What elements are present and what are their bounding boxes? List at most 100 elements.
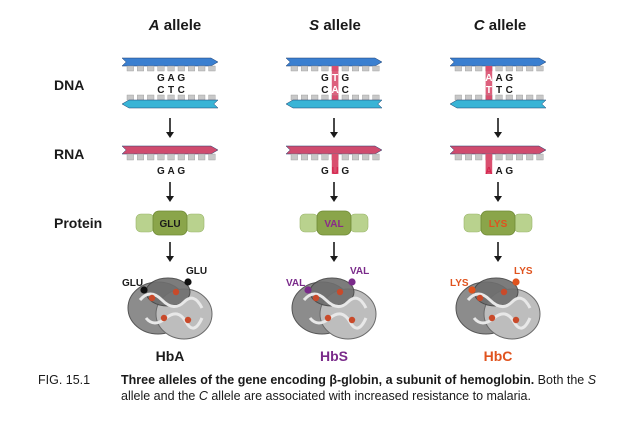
header-a-suffix: allele [159, 17, 202, 34]
heme-icon [312, 294, 320, 302]
heme-icon [488, 314, 496, 322]
rna-tick [372, 153, 380, 161]
dna-to-rna-arrow-head [166, 132, 174, 138]
heme-icon [500, 288, 508, 296]
rna-tick [290, 153, 298, 161]
dna-top-base: G [505, 73, 513, 84]
header-a-letter: A [148, 17, 160, 34]
dna-bottom-tick [516, 94, 524, 101]
dna-bottom-tick [167, 94, 175, 101]
dna-bottom-tick [526, 94, 534, 101]
dna-bottom-tick [372, 94, 380, 101]
caption-italic-c: C [198, 389, 208, 403]
dna-bottom-tick [290, 94, 298, 101]
protein-left-residue [135, 213, 155, 233]
heme-icon [184, 316, 192, 324]
protein-center-residue [316, 210, 352, 236]
rna-tick [198, 153, 206, 161]
rna-tick [536, 153, 544, 161]
globin-coil [144, 312, 204, 330]
hemoglobin-icon [455, 277, 541, 340]
heme-icon [172, 288, 180, 296]
dna-bottom-tick [536, 94, 544, 101]
row-label-rna: RNA [54, 146, 85, 162]
globin-coil [308, 312, 368, 330]
hb-left-residue-label: LYS [450, 278, 469, 289]
dna-top-tick [475, 65, 483, 72]
rna-tick [475, 153, 483, 161]
rna-tick [136, 153, 144, 161]
dna-bottom-base: C [342, 85, 349, 96]
rna-tick [126, 153, 134, 161]
protein-right-residue [513, 213, 533, 233]
rna-tick [505, 153, 513, 161]
dna-top-base: A [485, 73, 492, 84]
mutation-site-dot [140, 286, 148, 294]
globin-coil [302, 292, 368, 309]
mutation-highlight [331, 66, 339, 100]
hb-left-residue-label: GLU [122, 278, 143, 289]
rna-base: A [167, 166, 174, 177]
caption-bold: Three alleles of the gene encoding β-glo… [121, 373, 535, 387]
hb-right-residue-label: LYS [514, 266, 533, 277]
header-s-letter: S [309, 17, 320, 34]
dna-top-base: A [167, 73, 174, 84]
protein-to-hb-arrow-head [166, 256, 174, 262]
heme-icon [348, 316, 356, 324]
protein-label: LYS [489, 219, 508, 230]
caption-part-2: allele and the [121, 389, 199, 403]
globin-coil [466, 292, 532, 309]
heme-icon [148, 294, 156, 302]
dna-top-base: G [157, 73, 165, 84]
dna-top-tick [208, 65, 216, 72]
protein-left-residue [299, 213, 319, 233]
dna-top-tick [454, 65, 462, 72]
rna-to-protein-arrow-head [166, 196, 174, 202]
rna-base: G [157, 166, 165, 177]
globin-coil [472, 312, 532, 330]
dna-top-tick [198, 65, 206, 72]
mutation-site-dot [184, 278, 192, 286]
mutation-site-dot [348, 278, 356, 286]
caption-part-3: allele are associated with increased res… [207, 389, 531, 403]
caption-part-1: Both the [534, 373, 588, 387]
hemoglobin-label: HbC [484, 348, 513, 364]
row-label-dna: DNA [54, 77, 85, 93]
dna-bottom-tick [208, 94, 216, 101]
heme-icon [160, 314, 168, 322]
dna-bottom-tick [454, 94, 462, 101]
rna-tick [465, 153, 473, 161]
dna-top-base: T [332, 73, 338, 84]
dna-bottom-tick [352, 94, 360, 101]
rna-tick [526, 153, 534, 161]
dna-top-tick [126, 65, 134, 72]
dna-bottom-tick [198, 94, 206, 101]
dna-bottom-strand [285, 99, 383, 109]
rna-tick [341, 153, 349, 161]
hemoglobin-label: HbA [156, 348, 185, 364]
dna-top-base: G [321, 73, 329, 84]
dna-top-tick [505, 65, 513, 72]
globin-coil [138, 292, 204, 309]
dna-top-tick [526, 65, 534, 72]
dna-bottom-tick [301, 94, 309, 101]
mutation-highlight [485, 66, 493, 100]
dna-top-strand [121, 57, 219, 67]
dna-top-strand [285, 57, 383, 67]
protein-center-residue [480, 210, 516, 236]
mutation-site-dot [468, 286, 476, 294]
dna-top-tick [187, 65, 195, 72]
rna-base: G [341, 166, 349, 177]
figure-number: FIG. 15.1 [38, 373, 91, 387]
dna-top-tick [301, 65, 309, 72]
header-c-suffix: allele [484, 17, 527, 34]
dna-top-tick [157, 65, 165, 72]
dna-top-tick [372, 65, 380, 72]
row-label-protein: Protein [54, 215, 103, 231]
rna-base: G [177, 166, 185, 177]
dna-bottom-tick [177, 94, 185, 101]
heme-icon [476, 294, 484, 302]
dna-top-tick [290, 65, 298, 72]
